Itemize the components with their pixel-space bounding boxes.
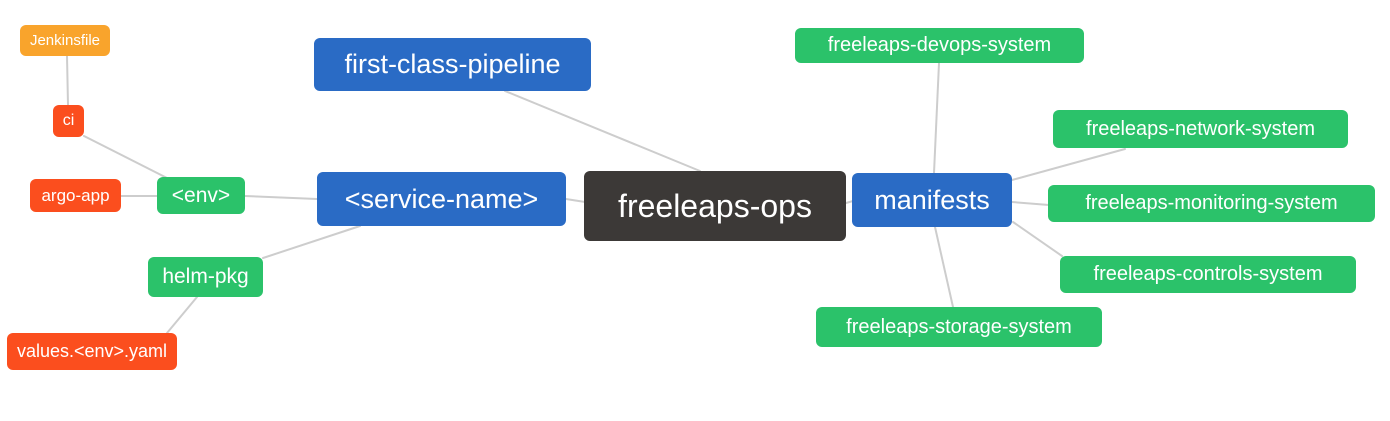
edge-manifests-devops bbox=[933, 62, 940, 174]
edge-manifests-storage bbox=[934, 226, 954, 308]
node-manifests[interactable]: manifests bbox=[852, 173, 1012, 227]
edge-service-name-freeleaps-ops bbox=[565, 198, 586, 203]
edge-manifests-monitoring bbox=[1011, 201, 1050, 206]
node-values-env-yaml[interactable]: values.<env>.yaml bbox=[7, 333, 177, 370]
node-service-name[interactable]: <service-name> bbox=[317, 172, 566, 226]
node-env[interactable]: <env> bbox=[157, 177, 245, 214]
edge-pipeline-freeleaps-ops bbox=[504, 90, 701, 172]
node-freeleaps-storage-system[interactable]: freeleaps-storage-system bbox=[816, 307, 1102, 347]
edge-values-helm-pkg bbox=[166, 296, 198, 334]
node-ci[interactable]: ci bbox=[53, 105, 84, 137]
node-freeleaps-controls-system[interactable]: freeleaps-controls-system bbox=[1060, 256, 1356, 293]
node-argo-app[interactable]: argo-app bbox=[30, 179, 121, 212]
edge-env-service-name bbox=[244, 195, 318, 200]
node-freeleaps-devops-system[interactable]: freeleaps-devops-system bbox=[795, 28, 1084, 63]
node-first-class-pipeline[interactable]: first-class-pipeline bbox=[314, 38, 591, 91]
node-freeleaps-ops[interactable]: freeleaps-ops bbox=[584, 171, 846, 241]
node-helm-pkg[interactable]: helm-pkg bbox=[148, 257, 263, 297]
edge-helm-pkg-service-name bbox=[262, 225, 361, 259]
edge-ci-env bbox=[83, 135, 168, 179]
node-freeleaps-network-system[interactable]: freeleaps-network-system bbox=[1053, 110, 1348, 148]
edge-jenkinsfile-ci bbox=[66, 55, 69, 106]
edge-manifests-network bbox=[1011, 148, 1126, 181]
edge-manifests-controls bbox=[1012, 221, 1063, 257]
node-freeleaps-monitoring-system[interactable]: freeleaps-monitoring-system bbox=[1048, 185, 1375, 222]
node-jenkinsfile[interactable]: Jenkinsfile bbox=[20, 25, 110, 56]
